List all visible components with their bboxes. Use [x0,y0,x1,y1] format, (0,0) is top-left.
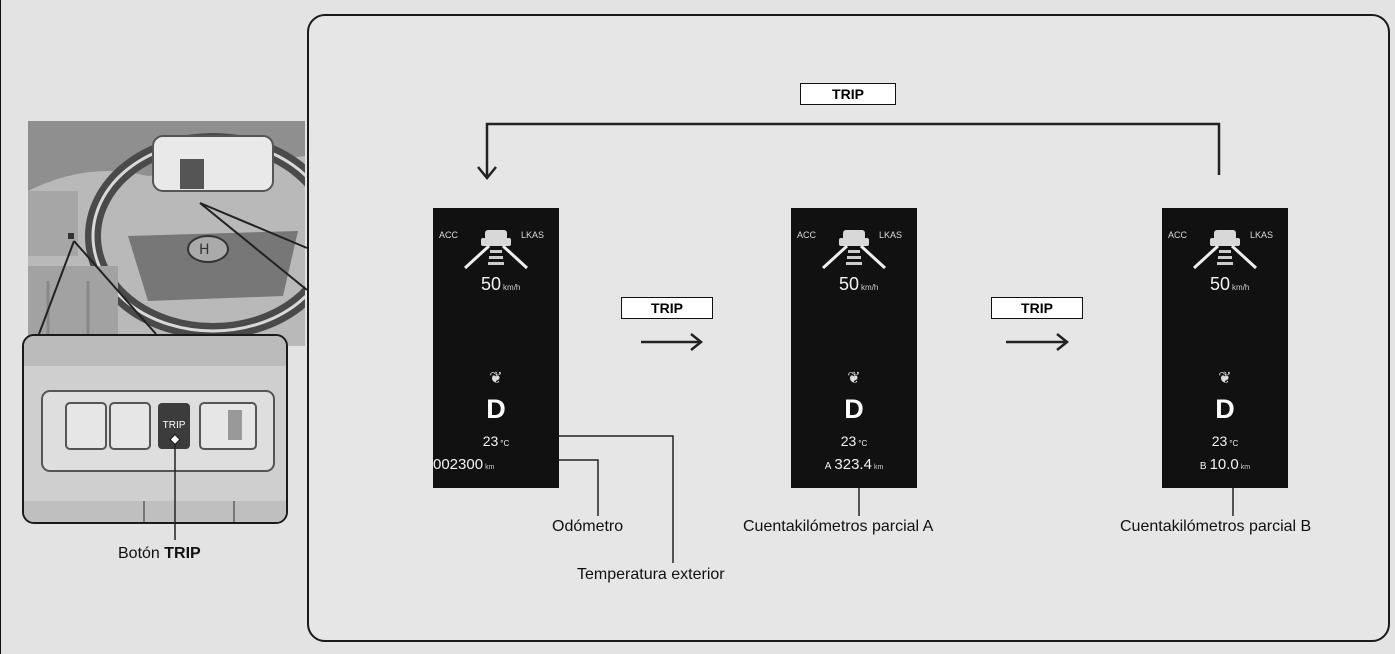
eco-leaf-icon: ❦ [433,368,559,388]
eco-leaf-icon: ❦ [1162,368,1288,388]
gear-indicator: D [791,394,917,425]
eco-leaf-icon: ❦ [791,368,917,388]
lane-car-icon [809,224,899,274]
lane-car-icon [1180,224,1270,274]
outside-temp-readout: 23°C [433,433,559,449]
outside-temp-label: Temperatura exterior [577,566,725,584]
trip-button-label: Botón TRIP [118,545,201,563]
trip-a-label: Cuentakilómetros parcial A [743,518,933,536]
trip-b-label: Cuentakilómetros parcial B [1120,518,1311,536]
odometer-label: Odómetro [552,518,623,536]
lane-car-icon [451,224,541,274]
gear-indicator: D [1162,394,1288,425]
gear-indicator: D [433,394,559,425]
trip-label-second: TRIP [991,297,1083,319]
trip-label-first: TRIP [621,297,713,319]
trip-label-top: TRIP [800,83,896,105]
outside-temp-readout: 23°C [791,433,917,449]
outside-temp-readout: 23°C [1162,433,1288,449]
